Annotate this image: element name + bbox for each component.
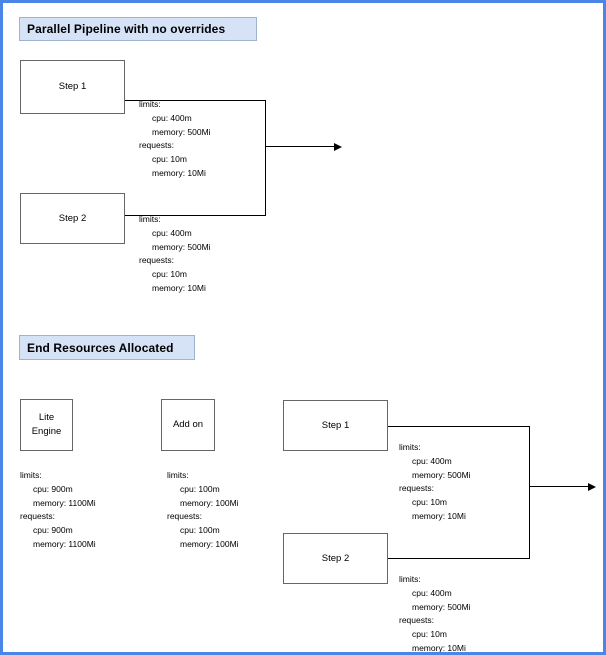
limits-cpu: cpu: 400m (152, 227, 192, 238)
requests-memory: memory: 10Mi (412, 510, 466, 521)
node-bottom-step-2[interactable]: Step 2 (283, 533, 388, 584)
requests-memory: memory: 10Mi (412, 642, 466, 653)
resources-bottom-step-1: limits: cpu: 400m memory: 500Mi requests… (399, 441, 471, 524)
requests-memory: memory: 10Mi (152, 282, 206, 293)
limits-cpu: cpu: 400m (412, 455, 452, 466)
requests-label: requests: (20, 511, 55, 522)
node-bottom-step-1[interactable]: Step 1 (283, 400, 388, 451)
limits-label: limits: (139, 99, 161, 109)
limits-label: limits: (20, 470, 42, 480)
node-label-line-2: Engine (31, 426, 62, 437)
node-label: Step 2 (321, 552, 350, 564)
node-label: Step 1 (58, 81, 87, 93)
limits-cpu: cpu: 900m (33, 483, 73, 494)
node-lite-engine[interactable]: Lite Engine (20, 399, 73, 451)
arrow-head-icon (588, 483, 596, 491)
limits-memory: memory: 500Mi (152, 126, 211, 137)
node-label: Step 2 (58, 212, 87, 224)
limits-cpu: cpu: 400m (152, 112, 192, 123)
resources-lite-engine: limits: cpu: 900m memory: 1100Mi request… (20, 469, 96, 552)
arrow-head-icon (334, 143, 342, 151)
requests-label: requests: (139, 255, 174, 266)
connector-top-output-arrow-line (265, 146, 335, 147)
node-add-on[interactable]: Add on (161, 399, 215, 451)
limits-cpu: cpu: 100m (180, 483, 220, 494)
connector-top-step2-horizontal (125, 215, 266, 216)
requests-cpu: cpu: 10m (412, 497, 447, 508)
connector-top-vertical-bus (265, 100, 266, 216)
resources-add-on: limits: cpu: 100m memory: 100Mi requests… (167, 469, 239, 552)
node-label: Step 1 (321, 419, 350, 431)
limits-memory: memory: 500Mi (152, 241, 211, 252)
resources-bottom-step-2: limits: cpu: 400m memory: 500Mi requests… (399, 573, 471, 653)
resources-top-step-1: limits: cpu: 400m memory: 500Mi requests… (139, 98, 211, 181)
limits-memory: memory: 500Mi (412, 469, 471, 480)
requests-label: requests: (167, 511, 202, 522)
limits-label: limits: (139, 214, 161, 224)
node-top-step-2[interactable]: Step 2 (20, 193, 125, 244)
limits-label: limits: (399, 574, 421, 584)
requests-cpu: cpu: 10m (412, 629, 447, 640)
node-top-step-1[interactable]: Step 1 (20, 60, 125, 114)
section-header-parallel-pipeline: Parallel Pipeline with no overrides (19, 17, 257, 41)
limits-memory: memory: 100Mi (180, 497, 239, 508)
connector-bottom-output-arrow-line (529, 486, 589, 487)
connector-bottom-vertical-bus (529, 426, 530, 559)
connector-bottom-step1-horizontal (388, 426, 530, 427)
limits-label: limits: (167, 470, 189, 480)
section-header-label: Parallel Pipeline with no overrides (27, 22, 226, 36)
limits-cpu: cpu: 400m (412, 587, 452, 598)
requests-cpu: cpu: 10m (152, 154, 187, 165)
resources-top-step-2: limits: cpu: 400m memory: 500Mi requests… (139, 213, 211, 296)
limits-memory: memory: 500Mi (412, 601, 471, 612)
requests-memory: memory: 100Mi (180, 538, 239, 549)
requests-cpu: cpu: 100m (180, 525, 220, 536)
requests-label: requests: (139, 140, 174, 151)
section-header-label: End Resources Allocated (27, 340, 174, 355)
connector-bottom-step2-horizontal (388, 558, 530, 559)
requests-memory: memory: 10Mi (152, 167, 206, 178)
limits-label: limits: (399, 442, 421, 452)
limits-memory: memory: 1100Mi (33, 497, 96, 508)
requests-cpu: cpu: 10m (152, 269, 187, 280)
requests-label: requests: (399, 615, 434, 626)
node-label: Add on (172, 419, 204, 431)
connector-top-step1-horizontal (125, 100, 266, 101)
requests-memory: memory: 1100Mi (33, 538, 96, 549)
section-header-end-resources: End Resources Allocated (19, 335, 195, 360)
requests-label: requests: (399, 483, 434, 494)
node-label-line-1: Lite (38, 412, 55, 424)
requests-cpu: cpu: 900m (33, 525, 73, 536)
